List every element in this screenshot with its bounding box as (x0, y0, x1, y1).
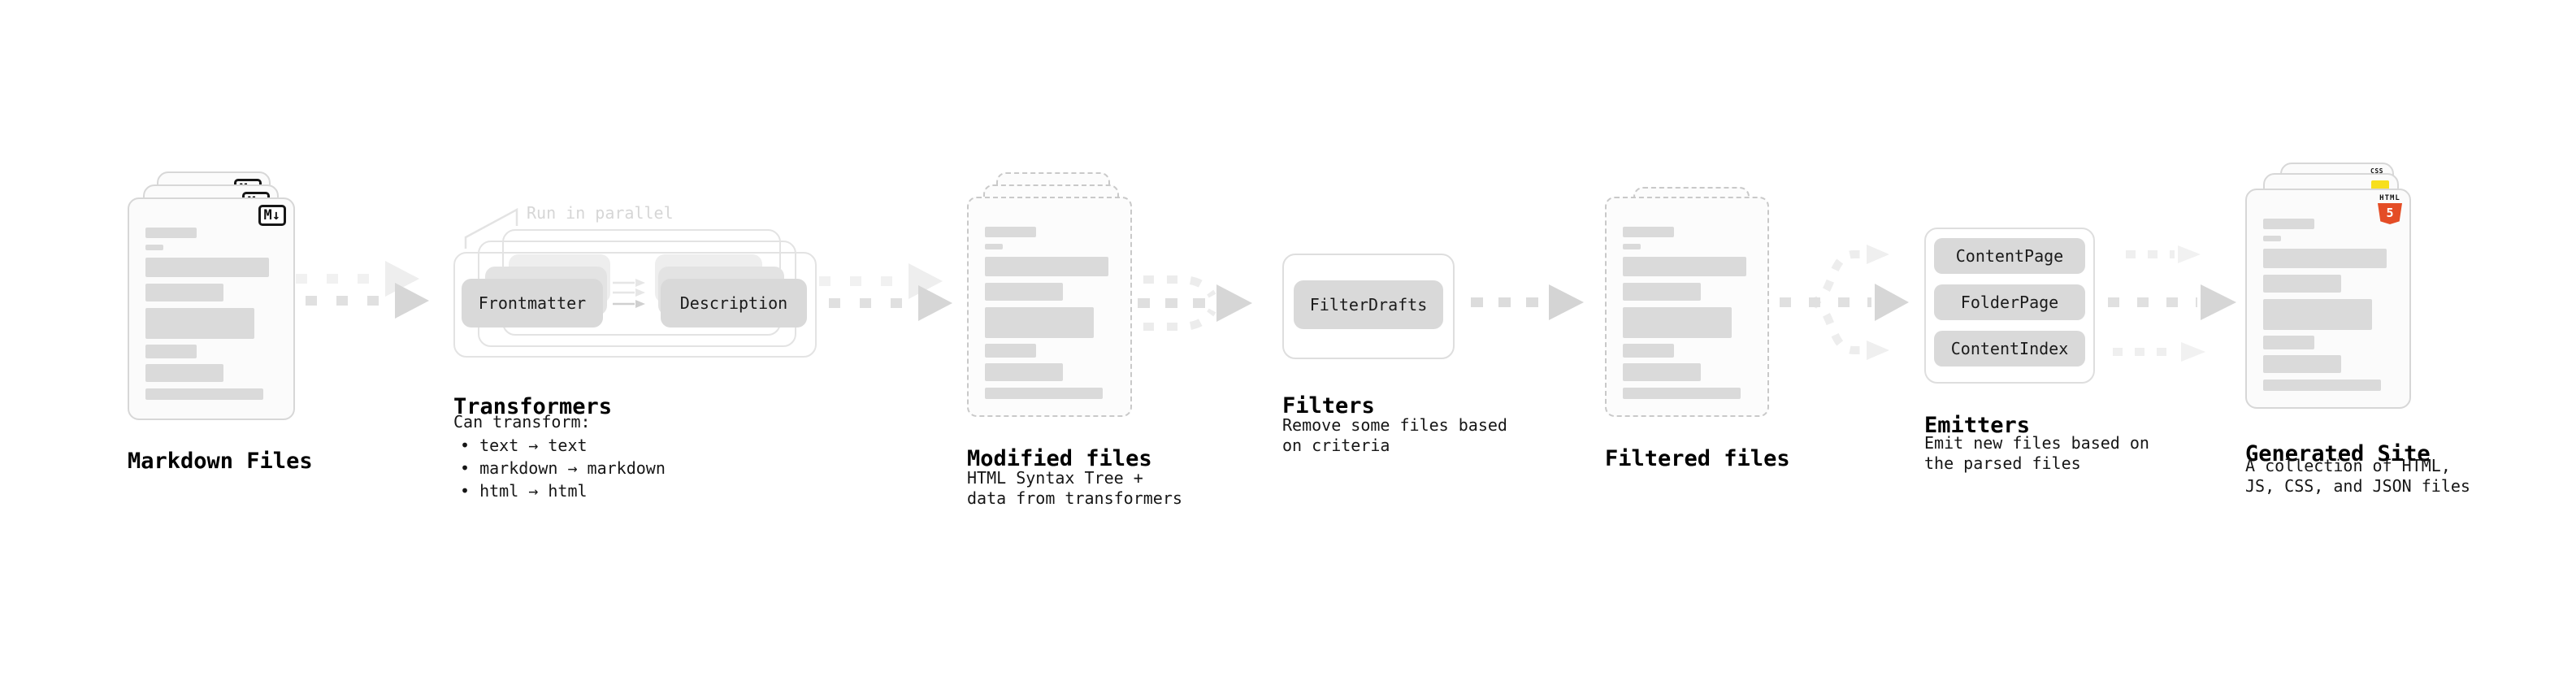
filters-label: Filters (1282, 393, 1375, 419)
doc-content-bar (2263, 355, 2341, 373)
arrow-modified-files-to-filters (1138, 275, 1252, 331)
doc-content-bar (985, 307, 1094, 338)
transformers-bullet-text-to-text: • text → text (460, 436, 588, 455)
doc-content-bar (145, 388, 263, 400)
doc-content-bar (2263, 380, 2381, 391)
html5-icon-shield: 5 (2378, 203, 2402, 224)
css-icon-label: CSS (2370, 167, 2383, 175)
modified-files-label: Modified files (967, 446, 1152, 472)
modified-file-card-front (967, 197, 1132, 417)
doc-content-bar (985, 244, 1003, 249)
generated-site-caption: A collection of HTML, JS, CSS, and JSON … (2245, 456, 2470, 496)
folderpage-node: FolderPage (1934, 284, 2085, 320)
doc-content-bar (145, 284, 223, 301)
arrow-markdown-to-transformers (296, 261, 429, 319)
transformers-bullet-markdown-to-markdown: • markdown → markdown (460, 458, 666, 478)
markdown-icon: M↓ (258, 205, 286, 226)
doc-content-bar (985, 363, 1063, 381)
transformers-group-box-front (453, 252, 817, 358)
arrow-transformers-to-modified-files (819, 263, 952, 321)
doc-content-bar (985, 344, 1036, 358)
doc-content-bar (2263, 336, 2314, 349)
generated-site-label: Generated Site (2245, 441, 2431, 467)
arrow-filtered-files-to-emitters (1780, 245, 1909, 360)
doc-content-bar (145, 245, 163, 250)
doc-content-bar (1623, 227, 1674, 237)
doc-content-bar (985, 257, 1108, 276)
modified-files-caption: HTML Syntax Tree + data from transformer… (967, 468, 1182, 508)
filterdrafts-node: FilterDrafts (1294, 280, 1443, 329)
arrow-emitters-to-generated-site (2108, 245, 2236, 362)
doc-content-bar (1623, 257, 1746, 276)
doc-content-bar (145, 345, 197, 358)
doc-content-bar (1623, 344, 1674, 358)
doc-content-bar (1623, 388, 1741, 399)
frontmatter-node: Frontmatter (462, 279, 603, 327)
doc-content-bar (985, 227, 1036, 237)
filtered-file-card-front (1605, 197, 1769, 417)
doc-content-bar (2263, 236, 2281, 241)
transformers-bullets: • text → text • markdown → markdown • ht… (460, 434, 666, 502)
run-in-parallel-note: Run in parallel (527, 203, 674, 223)
transformers-bullet-html-to-html: • html → html (460, 481, 588, 501)
doc-content-bar (2263, 219, 2314, 229)
doc-content-bar (145, 308, 254, 339)
markdown-files-label: Markdown Files (128, 449, 313, 475)
doc-content-bar (145, 258, 269, 277)
run-in-parallel-leader-line (464, 207, 518, 249)
arrow-filters-to-filtered-files (1471, 284, 1584, 320)
doc-content-bar (985, 388, 1103, 399)
html5-icon: HTML 5 (2378, 194, 2402, 224)
doc-content-bar (2263, 299, 2372, 330)
emitters-caption: Emit new files based on the parsed files (1924, 433, 2149, 473)
doc-content-bar (1623, 363, 1701, 381)
generated-file-card-front: HTML 5 (2245, 189, 2411, 409)
contentindex-node: ContentIndex (1934, 331, 2085, 367)
doc-content-bar (145, 228, 197, 238)
doc-content-bar (145, 364, 223, 382)
filters-caption: Remove some files based on criteria (1282, 415, 1507, 455)
description-node: Description (661, 279, 807, 327)
html5-icon-label: HTML (2379, 194, 2400, 202)
filters-box (1282, 254, 1455, 359)
markdown-file-card-front: M↓ (128, 197, 295, 420)
doc-content-bar (1623, 244, 1641, 249)
emitters-box (1924, 228, 2095, 384)
filtered-files-label: Filtered files (1605, 446, 1790, 472)
transform-arrows-icon (613, 279, 645, 308)
doc-content-bar (2263, 249, 2387, 268)
doc-content-bar (1623, 283, 1701, 301)
contentpage-node: ContentPage (1934, 238, 2085, 274)
transformers-caption-title: Can transform: (453, 412, 591, 432)
doc-content-bar (985, 283, 1063, 301)
doc-content-bar (2263, 275, 2341, 293)
transformers-label: Transformers (453, 394, 613, 420)
doc-content-bar (1623, 307, 1732, 338)
emitters-label: Emitters (1924, 413, 2031, 439)
